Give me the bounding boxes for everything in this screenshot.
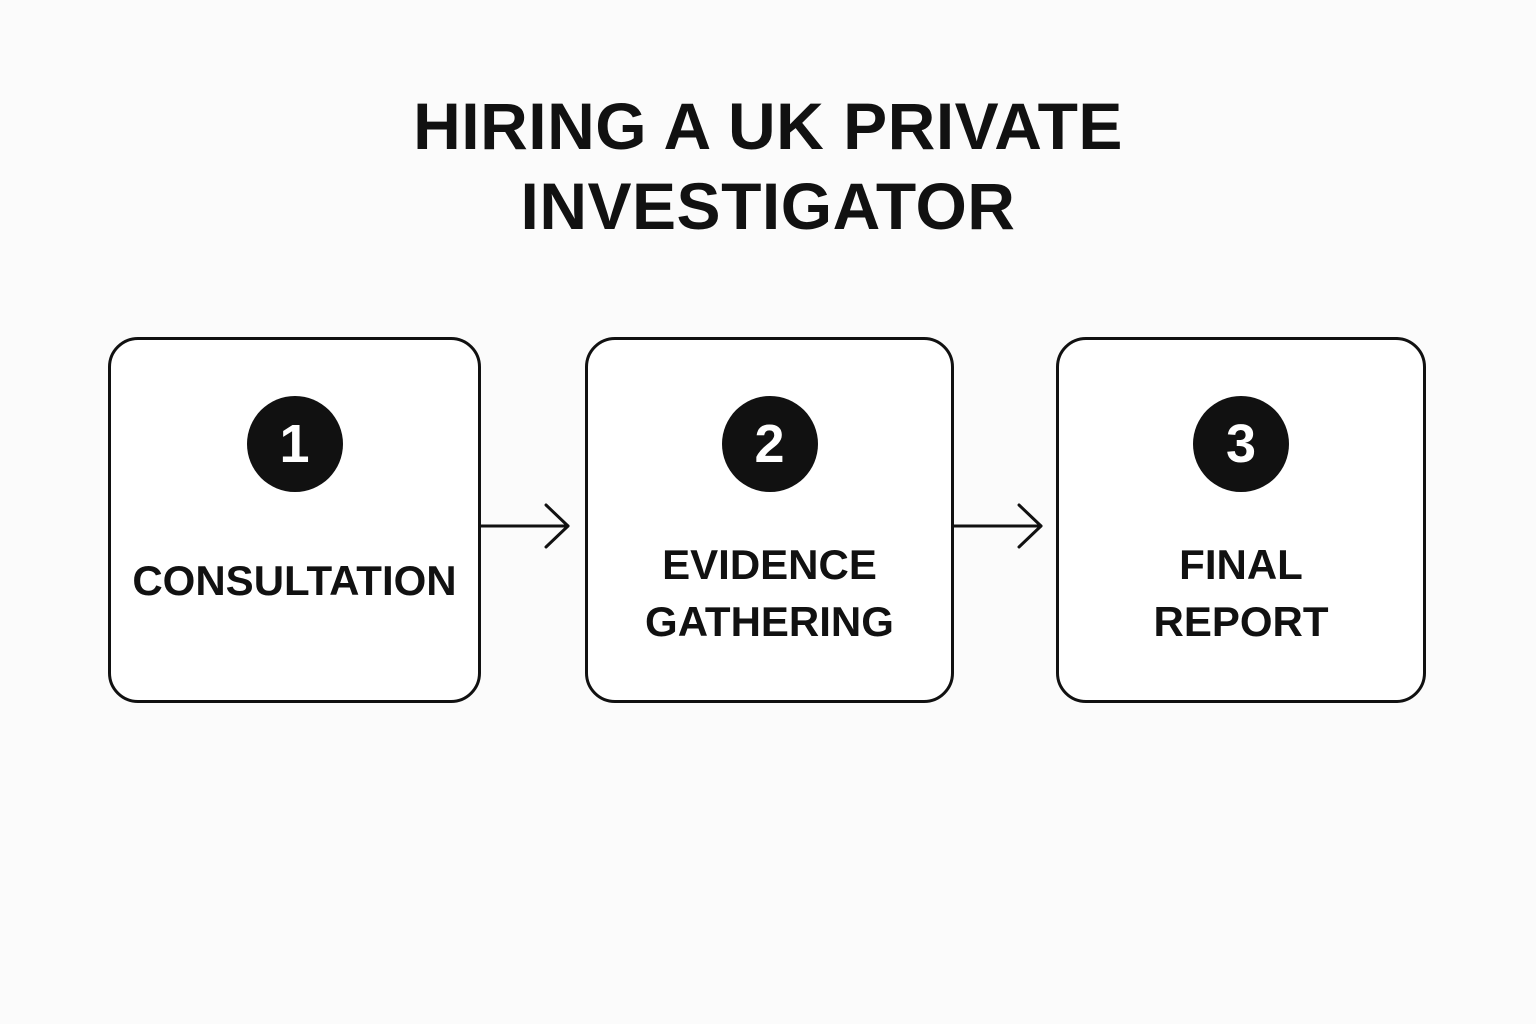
step-consultation-box: 1 CONSULTATION <box>108 337 481 703</box>
step-number-badge: 2 <box>721 396 818 492</box>
step-number-badge: 3 <box>1193 396 1289 492</box>
step-label-line: GATHERING <box>645 598 894 645</box>
step-label-line: REPORT <box>1153 598 1329 645</box>
step-final-report-box: 3 FINAL REPORT <box>1056 337 1426 703</box>
diagram-title-line-1: HIRING A UK PRIVATE <box>413 89 1123 163</box>
arrow-right-icon <box>953 503 1043 549</box>
diagram-title: HIRING A UK PRIVATE INVESTIGATOR <box>0 86 1536 246</box>
step-label: EVIDENCE GATHERING <box>588 536 951 650</box>
arrow-right-icon <box>480 503 570 549</box>
step-number-badge: 1 <box>246 396 343 492</box>
step-evidence-gathering-box: 2 EVIDENCE GATHERING <box>585 337 954 703</box>
diagram-title-line-2: INVESTIGATOR <box>520 169 1016 243</box>
step-label-line: FINAL <box>1179 541 1303 588</box>
step-label-line: CONSULTATION <box>132 557 457 604</box>
step-label: CONSULTATION <box>111 552 478 609</box>
step-label: FINAL REPORT <box>1059 536 1423 650</box>
step-label-line: EVIDENCE <box>662 541 877 588</box>
